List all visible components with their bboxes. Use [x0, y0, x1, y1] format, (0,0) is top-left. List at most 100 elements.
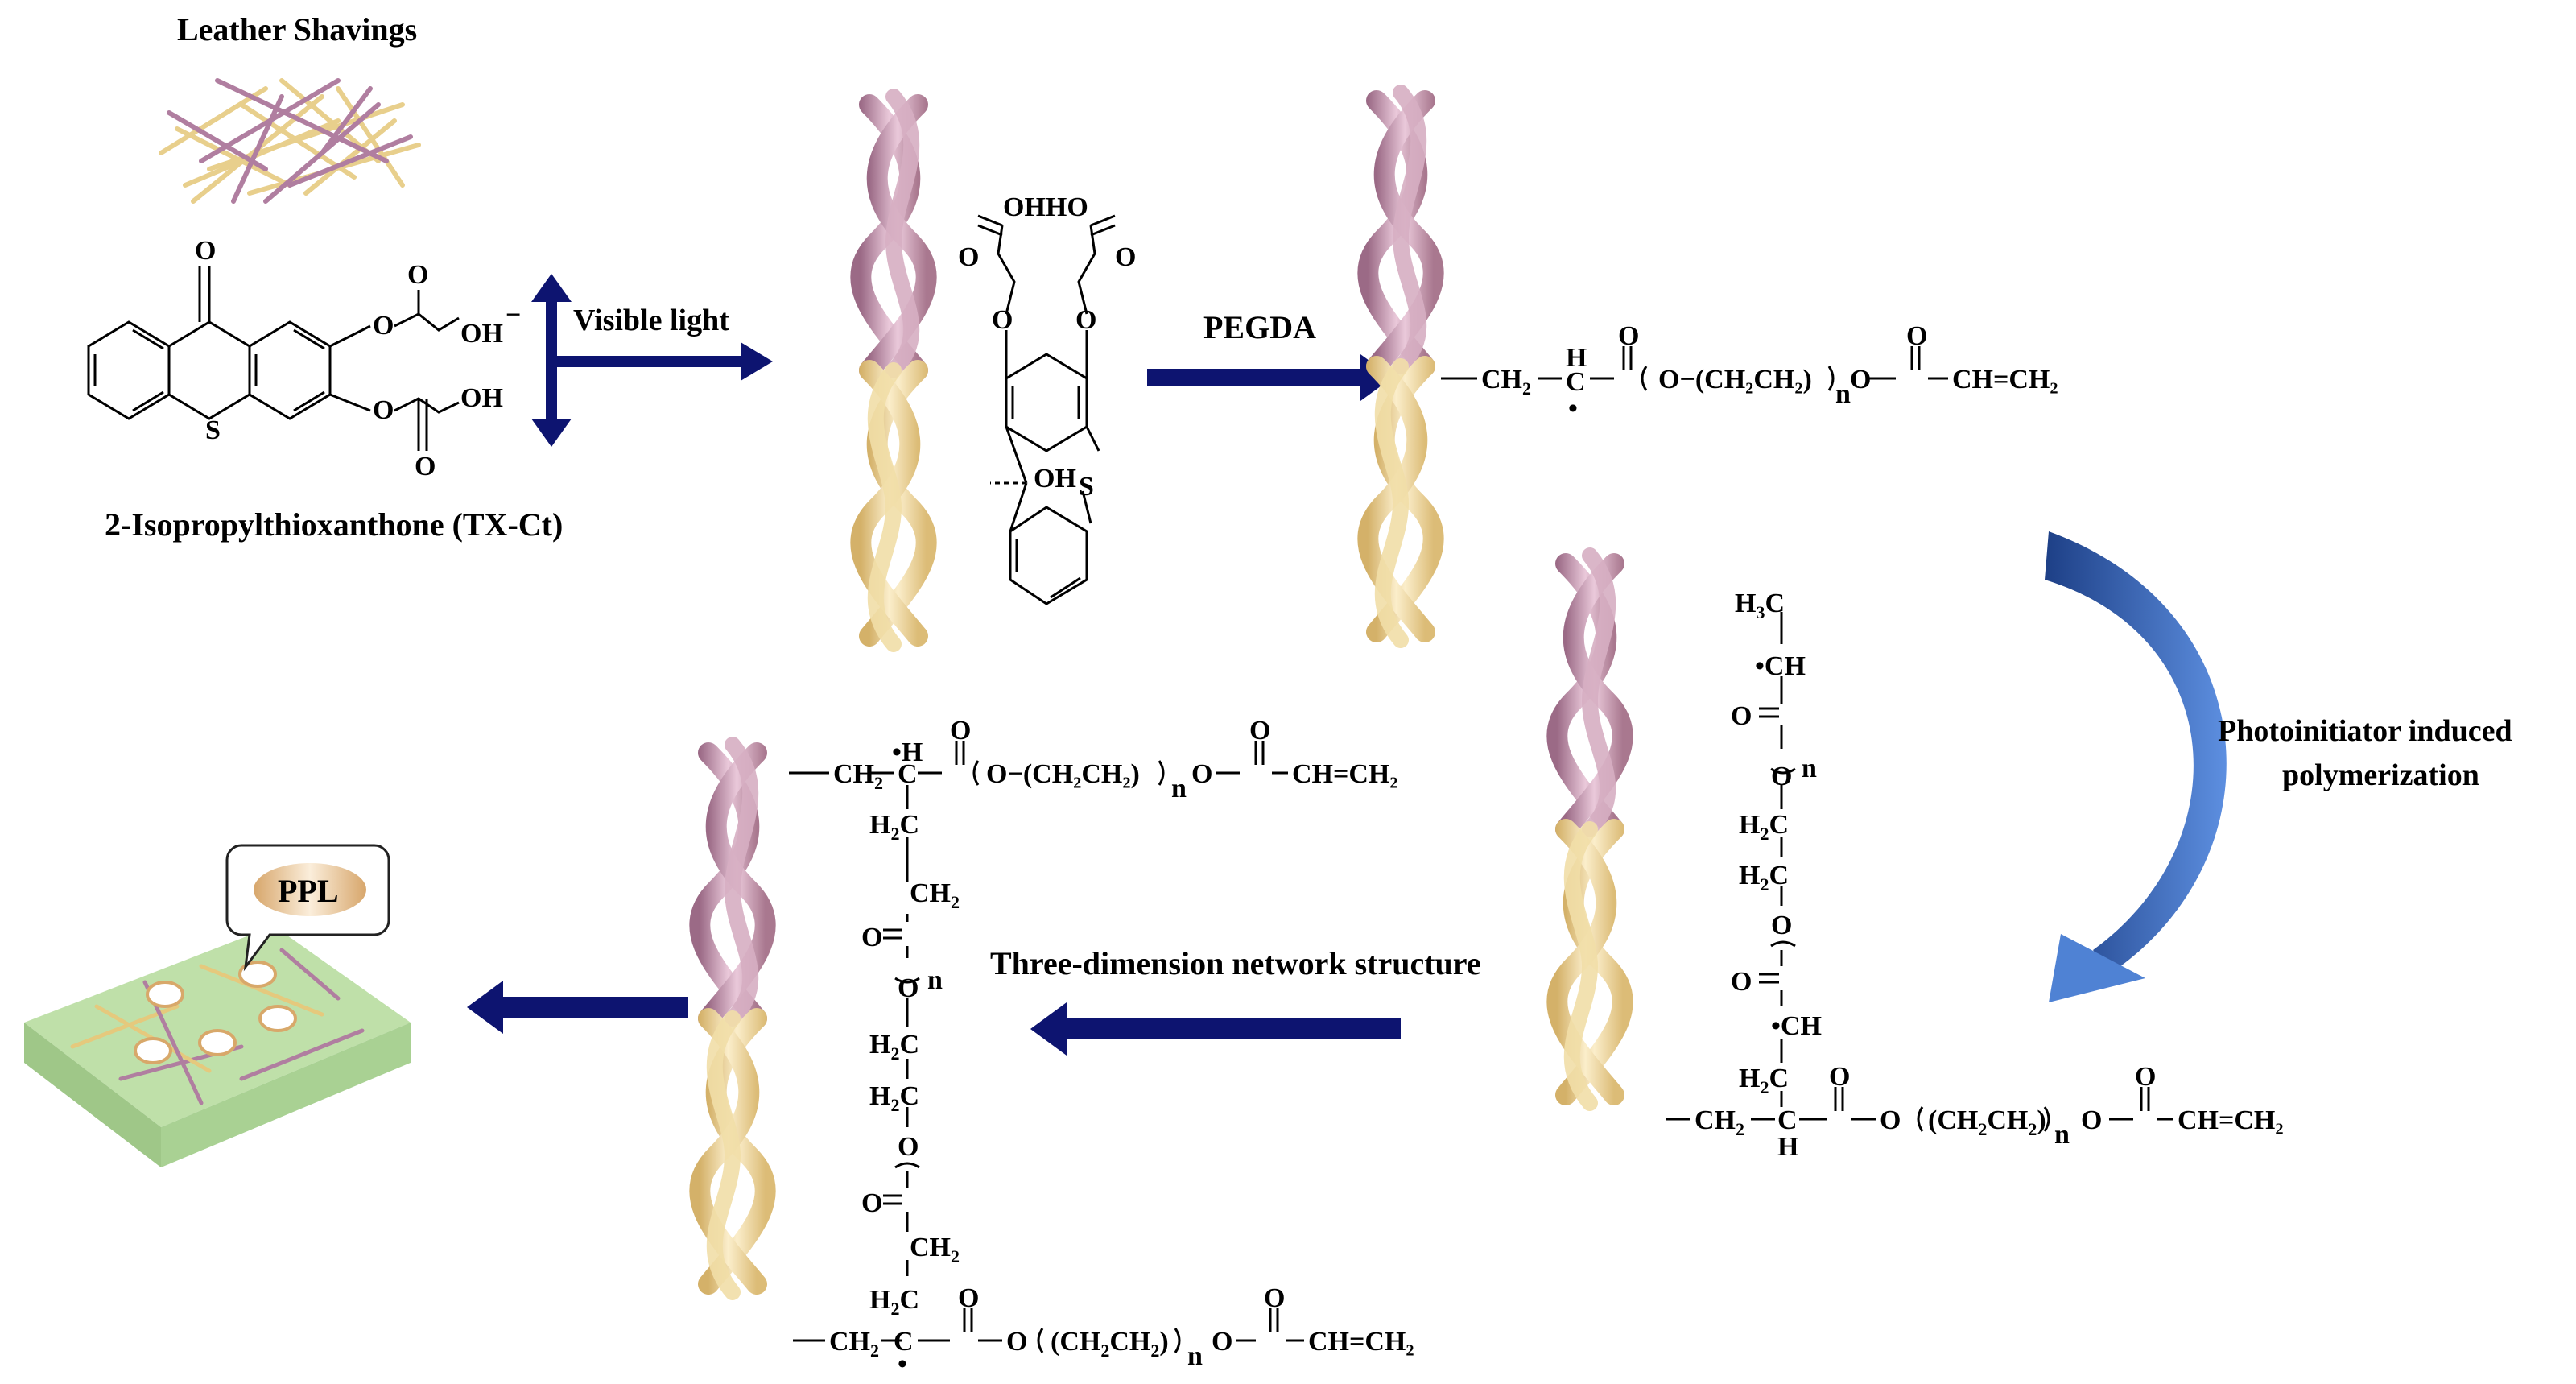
- tx-rad-sulfur: S: [1079, 472, 1094, 502]
- chain1-n: n: [1835, 379, 1851, 409]
- chain2-o-4: O: [1731, 967, 1752, 997]
- visible-light-label: Visible light: [573, 304, 729, 337]
- crosslinked-chain: [789, 741, 1304, 1353]
- net-radical-h: •H: [892, 737, 923, 767]
- ppl-label: PPL: [278, 873, 339, 909]
- chain1-acrylate: CH=CH₂: [1952, 365, 2058, 395]
- net-n-top: n: [1171, 774, 1187, 804]
- net-ch2-top: CH2: [833, 759, 883, 793]
- net-n-bottom: n: [1187, 1341, 1203, 1371]
- net-o-top-3: O: [1249, 716, 1270, 746]
- chain2-acrylate: CH=CH₂: [2178, 1105, 2284, 1135]
- tx-carbonyl-o-2: O: [415, 452, 436, 481]
- net-o-bottom-3: O: [1264, 1283, 1285, 1313]
- chain2-o-1: O: [1731, 701, 1752, 731]
- tx-oh-2: OH: [460, 383, 503, 413]
- chain2-h: H: [1777, 1132, 1798, 1162]
- tx-rad-carbonyl-o-2: O: [1115, 242, 1136, 272]
- photoinitiator-label-2: polymerization: [2282, 758, 2479, 792]
- net-peg-top: O−(CH₂CH₂): [986, 759, 1140, 789]
- net-h2c-2: H2C: [869, 1030, 919, 1064]
- chain2-o-top: O: [1829, 1062, 1850, 1092]
- tx-ketone-o: O: [195, 236, 216, 266]
- leather-shavings-image: [159, 78, 421, 204]
- chain1-o-top2: O: [1906, 321, 1927, 351]
- ppl-callout: [225, 844, 390, 972]
- chain2-o-6: O: [2081, 1105, 2102, 1135]
- net-acrylate-top: CH=CH₂: [1292, 759, 1398, 789]
- net-o-3: O: [898, 1132, 919, 1162]
- chain1-c: C: [1566, 367, 1586, 397]
- chain2-h2c-3: H2C: [1739, 1064, 1789, 1097]
- network-arrow: [1030, 1002, 1401, 1056]
- collagen-helix-1: [861, 97, 926, 644]
- tx-rad-oh: OH: [1034, 464, 1076, 494]
- chain2-o-5: O: [1880, 1105, 1901, 1135]
- net-ch2-2: CH2: [910, 1233, 960, 1266]
- pegda-arrow: [1147, 354, 1393, 401]
- chain1-peg: O−(CH₂CH₂): [1658, 365, 1812, 395]
- tx-sulfur: S: [205, 415, 221, 445]
- tx-rad-carbonyl-o-1: O: [958, 242, 979, 272]
- chain2-h2c-1: H2C: [1739, 810, 1789, 844]
- net-o-1: O: [861, 923, 882, 952]
- net-o-bottom-top: O: [958, 1283, 979, 1313]
- tx-ct-molecule: [87, 266, 460, 451]
- chain1-o-top: O: [1618, 321, 1639, 351]
- chain2-o-3: O: [1771, 911, 1792, 940]
- chain2-o-2: O: [1771, 762, 1792, 791]
- visible-light-arrow: [531, 274, 773, 447]
- chain1-h: H: [1566, 343, 1587, 373]
- tx-oh-1: OH: [460, 319, 503, 349]
- chain2-radical-ch: •CH: [1755, 651, 1806, 681]
- chain1-o: O: [1850, 365, 1871, 395]
- chain2-radical-ch-2: •CH: [1771, 1011, 1822, 1041]
- net-h2c-1: H2C: [869, 810, 919, 844]
- chain2-peg: (CH2CH2): [1928, 1105, 2046, 1139]
- chain2-n-2: n: [2054, 1120, 2070, 1150]
- net-o-bottom-2: O: [1212, 1327, 1232, 1357]
- chain2-h3c: H3C: [1735, 589, 1785, 622]
- tx-rad-ether-o-2: O: [1075, 305, 1096, 335]
- chain1-radical-dot: •: [1568, 394, 1578, 423]
- tx-ether-o-2: O: [373, 395, 394, 425]
- chain2-c: C: [1777, 1105, 1798, 1135]
- chain2-h2c-2: H2C: [1739, 861, 1789, 894]
- net-h2c-3: H2C: [869, 1081, 919, 1115]
- tx-radical-molecule: [977, 214, 1116, 605]
- net-n-1: n: [927, 965, 943, 995]
- photoinitiator-curved-arrow: [2045, 531, 2227, 1002]
- photoinitiator-label-1: Photoinitiator induced: [2218, 714, 2512, 748]
- net-c-top: C: [898, 759, 918, 789]
- tx-rad-ether-o-1: O: [992, 305, 1013, 335]
- net-radical-dot-bottom: •: [898, 1349, 907, 1379]
- tx-ether-o-1: O: [373, 311, 394, 341]
- chain1-ch2: CH2: [1481, 365, 1531, 399]
- net-o-2: O: [898, 973, 919, 1003]
- net-ch2-bottom: CH2: [829, 1327, 879, 1361]
- collagen-helix-2: [1368, 93, 1433, 640]
- ppl-film: [24, 926, 411, 1167]
- net-c-bottom: C: [894, 1327, 914, 1357]
- collagen-helix-4: [700, 745, 765, 1292]
- net-o-bottom: O: [1006, 1327, 1027, 1357]
- final-arrow: [467, 981, 688, 1034]
- leather-shavings-label: Leather Shavings: [177, 11, 417, 48]
- chain2-o-top2: O: [2135, 1062, 2156, 1092]
- chain2-n: n: [1802, 754, 1817, 783]
- tx-carbonyl-o-1: O: [407, 260, 428, 290]
- net-peg-bottom: (CH2CH2): [1051, 1327, 1169, 1361]
- net-ch2-1: CH2: [910, 878, 960, 912]
- chain2-ch2: CH2: [1695, 1105, 1744, 1139]
- network-label: Three-dimension network structure: [990, 945, 1481, 981]
- grafted-chain-1: [1441, 346, 1948, 391]
- net-o-top: O: [950, 716, 971, 746]
- tx-minus: −: [506, 300, 521, 330]
- grafted-chain-2: [1666, 612, 2174, 1132]
- net-acrylate-bottom: CH=CH₂: [1308, 1327, 1414, 1357]
- net-h2c-4: H2C: [869, 1285, 919, 1319]
- net-o-top-2: O: [1191, 759, 1212, 789]
- pegda-label: PEGDA: [1203, 309, 1316, 345]
